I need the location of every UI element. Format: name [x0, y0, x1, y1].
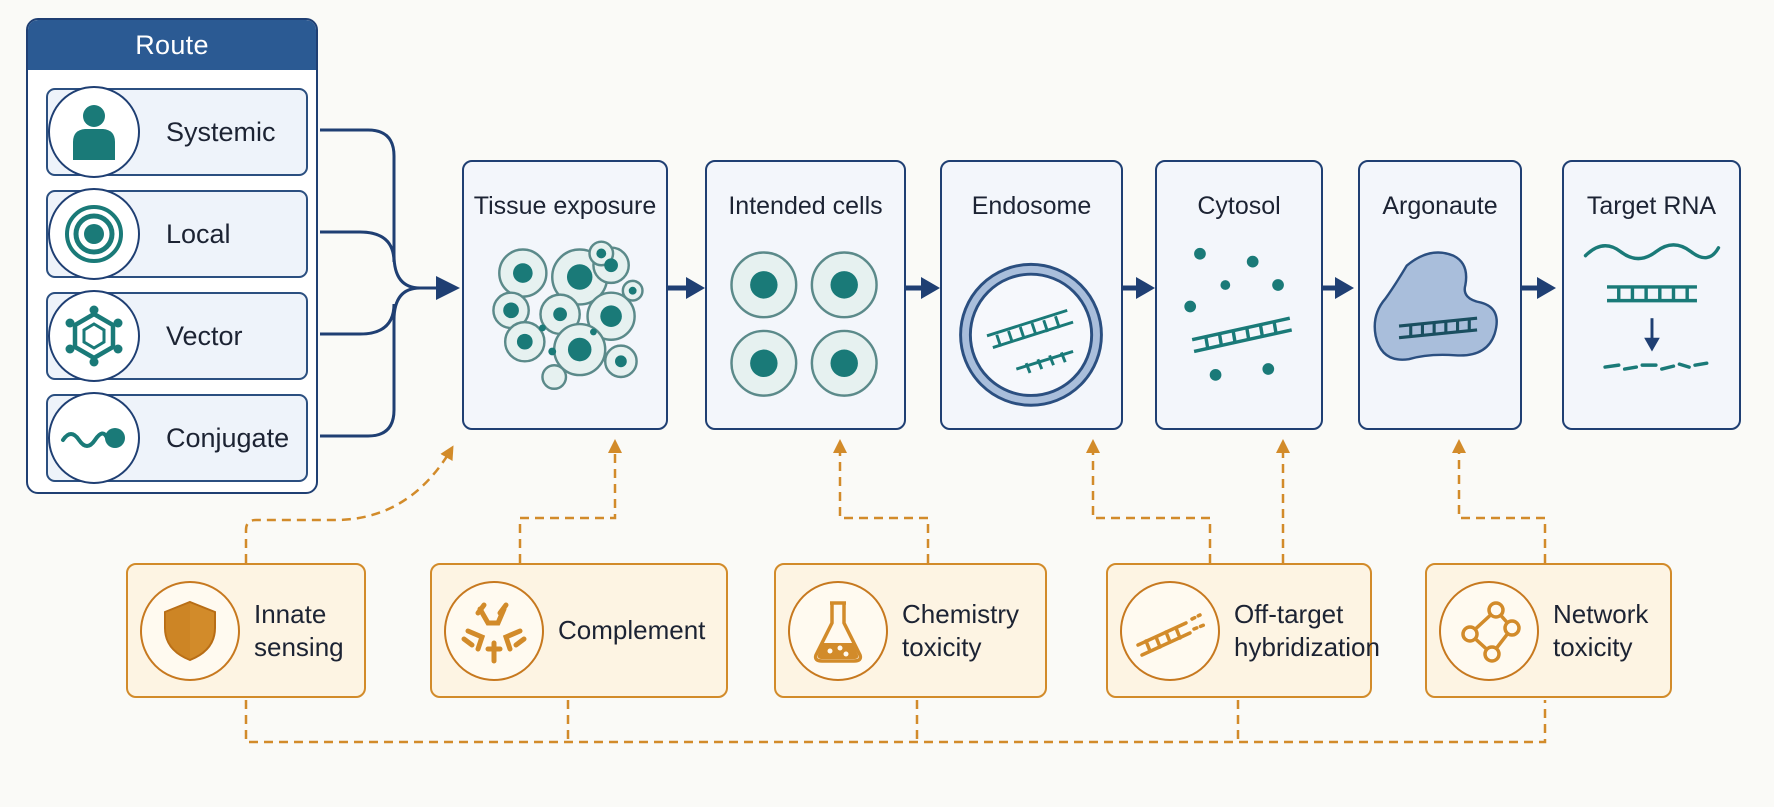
network-icon [1439, 581, 1539, 681]
endosome-icon [959, 262, 1103, 407]
tissue-cells-icon [492, 240, 644, 391]
tox-label-line1: Network [1553, 598, 1649, 629]
route-merge-connector [320, 128, 446, 438]
route-panel: Route Systemic Local [26, 18, 318, 494]
tox-label-line1: Off-target [1234, 598, 1344, 629]
tox-network-toxicity: Network toxicity [1425, 563, 1672, 698]
stage-title: Cytosol [1197, 192, 1281, 220]
tox-label-line2: toxicity [902, 631, 982, 662]
tox-label-line1: Complement [558, 615, 706, 645]
conjugate-icon [48, 392, 140, 484]
argonaute-icon [1373, 251, 1498, 361]
tox-label-line2: toxicity [1553, 631, 1633, 662]
tox-innate-sensing: Innate sensing [126, 563, 366, 698]
route-item-conjugate[interactable]: Conjugate [46, 392, 308, 484]
antibody-icon [444, 581, 544, 681]
route-label: Systemic [166, 116, 276, 147]
person-icon [48, 86, 140, 178]
target-icon [48, 188, 140, 280]
stage-title: Endosome [971, 192, 1092, 220]
target-rna-icon [1583, 243, 1721, 371]
stage-title: Argonaute [1382, 192, 1498, 220]
tox-label: Chemistry toxicity [902, 565, 1039, 696]
route-item-systemic[interactable]: Systemic [46, 86, 308, 178]
stage-intended-cells: Intended cells [705, 160, 906, 430]
ladder-icon [1120, 581, 1220, 681]
tox-off-target-hybridization: Off-target hybridization [1106, 563, 1380, 698]
tox-label: Network toxicity [1553, 565, 1664, 696]
route-label: Conjugate [166, 422, 290, 453]
tox-label-line2: sensing [254, 631, 344, 662]
flask-icon [788, 581, 888, 681]
stage-target-rna: Target RNA [1562, 160, 1741, 430]
tox-label: Complement [558, 565, 720, 696]
tox-label-line1: Chemistry [902, 598, 1020, 629]
route-label: Vector [166, 320, 243, 351]
route-title: Route [28, 20, 316, 70]
stage-title: Target RNA [1586, 192, 1717, 220]
stage-title: Intended cells [728, 192, 883, 220]
tox-complement: Complement [430, 563, 728, 698]
cytosol-icon [1184, 247, 1293, 381]
route-item-vector[interactable]: Vector [46, 290, 308, 382]
route-merge-arrowhead [436, 276, 460, 300]
tox-label: Innate sensing [254, 565, 358, 696]
cells-grid-icon [730, 251, 878, 397]
route-label: Local [166, 218, 231, 249]
tox-label-line2: hybridization [1234, 631, 1380, 662]
route-item-local[interactable]: Local [46, 188, 308, 280]
stage-argonaute: Argonaute [1358, 160, 1522, 430]
stage-tissue-exposure: Tissue exposure [462, 160, 668, 430]
stage-title: Tissue exposure [473, 192, 657, 220]
tox-label: Off-target hybridization [1234, 565, 1380, 696]
tox-chemistry-toxicity: Chemistry toxicity [774, 563, 1047, 698]
tox-label-line1: Innate [254, 598, 327, 629]
hexagon-molecule-icon [48, 290, 140, 382]
shield-icon [140, 581, 240, 681]
stage-endosome: Endosome [940, 160, 1123, 430]
toxicity-connectors [244, 439, 1547, 744]
stage-arrows [668, 277, 1556, 299]
stage-cytosol: Cytosol [1155, 160, 1323, 430]
